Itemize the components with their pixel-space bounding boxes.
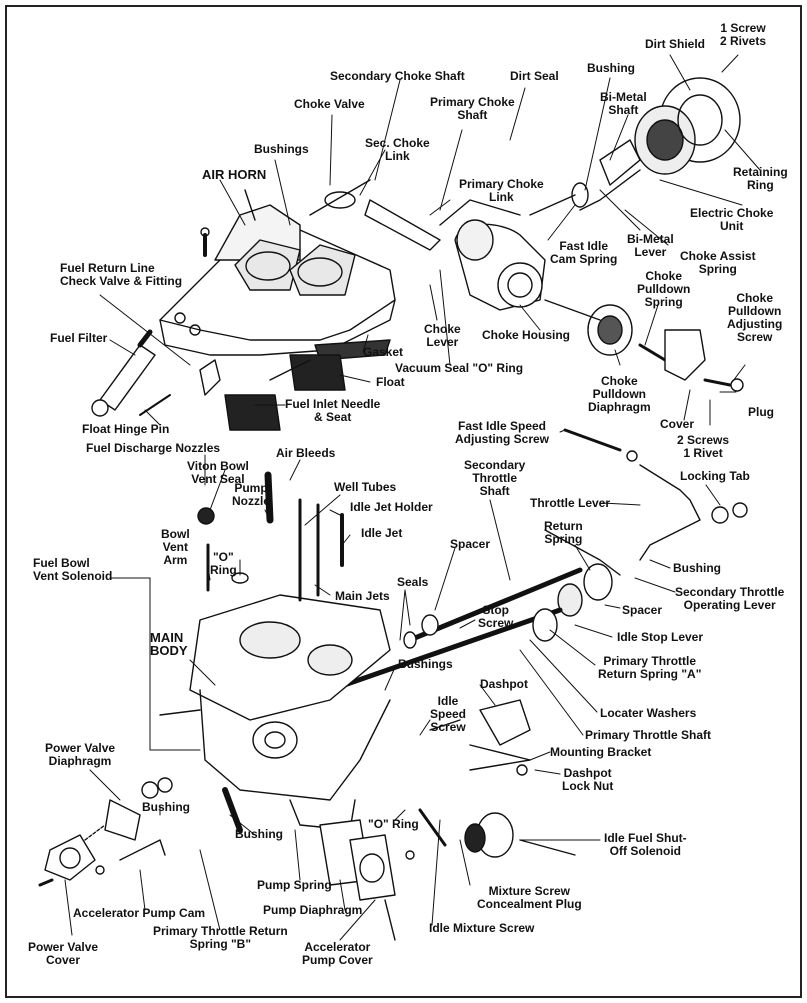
leader-lines xyxy=(64,54,761,941)
label-seals: Seals xyxy=(397,575,429,589)
label-throttle-lever: Throttle Lever xyxy=(530,496,611,510)
label-screw-rivets: 1 Screw 2 Rivets xyxy=(720,21,767,48)
label-two-screws-rivet: 2 Screws 1 Rivet xyxy=(677,433,730,460)
label-accelerator-pump-cam: Accelerator Pump Cam xyxy=(73,906,206,920)
label-cover: Cover xyxy=(660,417,695,431)
label-fast-idle-cam-spring: Fast Idle Cam Spring xyxy=(550,239,618,266)
label-fuel-filter: Fuel Filter xyxy=(50,331,108,345)
label-bushing-left: Bushing xyxy=(142,800,190,814)
choke-housing-illustration xyxy=(439,199,546,311)
label-bimetal-lever: Bi-Metal Lever xyxy=(627,232,674,259)
dashpot-illustration xyxy=(429,699,531,776)
label-bushing-top: Bushing xyxy=(587,61,635,75)
float-illustration xyxy=(139,354,346,431)
label-fuel-discharge-nozzles: Fuel Discharge Nozzles xyxy=(86,441,221,455)
label-bowl-vent-arm: Bowl Vent Arm xyxy=(161,527,190,567)
label-idle-stop-lever: Idle Stop Lever xyxy=(617,630,704,644)
label-choke-valve: Choke Valve xyxy=(294,97,365,111)
jets-illustration xyxy=(197,471,344,602)
power-valve-illustration xyxy=(38,777,173,887)
label-fast-idle-speed-screw: Fast Idle Speed Adjusting Screw xyxy=(455,419,550,446)
label-primary-throttle-shaft: Primary Throttle Shaft xyxy=(585,728,712,742)
label-sec-choke-link: Sec. Choke Link xyxy=(365,136,430,163)
label-o-ring-left: "O" Ring xyxy=(210,550,237,577)
diagram-border xyxy=(5,5,802,998)
label-air-horn: AIR HORN xyxy=(202,167,267,182)
label-bushings-mid: Bushings xyxy=(398,657,453,671)
label-primary-throttle-return-spring-a: Primary Throttle Return Spring "A" xyxy=(598,654,702,681)
label-mounting-bracket: Mounting Bracket xyxy=(550,745,652,759)
label-pump-nozzle: Pump Nozzle xyxy=(232,481,271,508)
label-fuel-inlet-needle: Fuel Inlet Needle & Seat xyxy=(285,397,381,424)
label-float-hinge-pin: Float Hinge Pin xyxy=(82,422,170,436)
label-power-valve-cover: Power Valve Cover xyxy=(28,940,99,967)
fuel-filter-illustration xyxy=(91,329,156,417)
label-well-tubes: Well Tubes xyxy=(334,480,397,494)
label-retaining-ring: Retaining Ring xyxy=(733,165,788,192)
label-return-spring: Return Spring xyxy=(544,519,583,546)
label-fuel-return-line: Fuel Return Line Check Valve & Fitting xyxy=(60,261,183,288)
label-bushing-bottom: Bushing xyxy=(235,827,283,841)
choke-pulldown-illustration xyxy=(544,299,744,392)
label-primary-choke-shaft: Primary Choke Shaft xyxy=(430,95,515,122)
label-dirt-shield: Dirt Shield xyxy=(645,37,706,51)
label-bushings-top: Bushings xyxy=(254,142,309,156)
label-plug: Plug xyxy=(748,405,774,419)
pump-cover-illustration xyxy=(222,787,415,941)
label-float: Float xyxy=(376,375,405,389)
label-stop-screw: Stop Screw xyxy=(478,603,514,630)
air-horn-illustration xyxy=(159,179,441,361)
label-choke-pulldown-diaphragm: Choke Pulldown Diaphragm xyxy=(588,374,651,414)
label-idle-mixture-screw: Idle Mixture Screw xyxy=(429,921,535,935)
throttle-linkage-illustration xyxy=(544,428,748,617)
label-idle-jet-holder: Idle Jet Holder xyxy=(350,500,433,514)
label-primary-throttle-return-b: Primary Throttle Return Spring "B" xyxy=(153,924,288,951)
label-choke-pulldown-adjusting-screw: Choke Pulldown Adjusting Screw xyxy=(727,291,783,344)
label-viton-bowl-vent-seal: Viton Bowl Vent Seal xyxy=(187,459,249,486)
label-fuel-bowl-vent-solenoid: Fuel Bowl Vent Solenoid xyxy=(33,556,113,583)
electric-choke-unit-illustration xyxy=(529,77,741,216)
label-mixture-screw-plug: Mixture Screw Concealment Plug xyxy=(477,884,582,911)
label-choke-housing: Choke Housing xyxy=(482,328,571,342)
throttle-shafts-illustration xyxy=(327,567,583,693)
label-vacuum-seal: Vacuum Seal "O" Ring xyxy=(395,361,524,375)
label-main-jets: Main Jets xyxy=(335,589,390,603)
label-gasket: Gasket xyxy=(363,345,404,359)
label-secondary-throttle-shaft: Secondary Throttle Shaft xyxy=(464,458,526,498)
label-choke-assist-spring: Choke Assist Spring xyxy=(680,249,756,276)
label-spacer-right: Spacer xyxy=(622,603,663,617)
label-bushing-right: Bushing xyxy=(673,561,721,575)
label-idle-jet: Idle Jet xyxy=(361,526,403,540)
label-air-bleeds: Air Bleeds xyxy=(276,446,336,460)
label-accelerator-pump-cover: Accelerator Pump Cover xyxy=(302,940,373,967)
label-pump-spring: Pump Spring xyxy=(257,878,332,892)
label-pump-diaphragm: Pump Diaphragm xyxy=(263,903,363,917)
label-secondary-choke-shaft: Secondary Choke Shaft xyxy=(330,69,465,83)
label-locking-tab: Locking Tab xyxy=(680,469,750,483)
label-primary-choke-link: Primary Choke Link xyxy=(459,177,544,204)
label-dirt-seal: Dirt Seal xyxy=(510,69,559,83)
idle-solenoid-illustration xyxy=(418,808,576,858)
label-o-ring-bottom: "O" Ring xyxy=(368,817,419,831)
label-choke-pulldown-spring: Choke Pulldown Spring xyxy=(637,269,691,309)
label-choke-lever: Choke Lever xyxy=(424,322,461,349)
label-spacer-top: Spacer xyxy=(450,537,491,551)
label-bimetal-shaft: Bi-Metal Shaft xyxy=(600,90,647,117)
label-idle-fuel-shutoff: Idle Fuel Shut- Off Solenoid xyxy=(604,831,687,858)
label-locater-washers: Locater Washers xyxy=(600,706,697,720)
main-body-illustration xyxy=(159,594,391,831)
label-electric-choke-unit: Electric Choke Unit xyxy=(690,206,774,233)
label-dashpot: Dashpot xyxy=(480,677,528,691)
label-power-valve-diaphragm: Power Valve Diaphragm xyxy=(45,741,116,768)
label-dashpot-lock-nut: Dashpot Lock Nut xyxy=(562,766,614,793)
label-main-body: MAIN BODY xyxy=(150,630,188,658)
label-idle-speed-screw: Idle Speed Screw xyxy=(430,694,467,734)
label-secondary-throttle-operating-lever: Secondary Throttle Operating Lever xyxy=(675,585,785,612)
